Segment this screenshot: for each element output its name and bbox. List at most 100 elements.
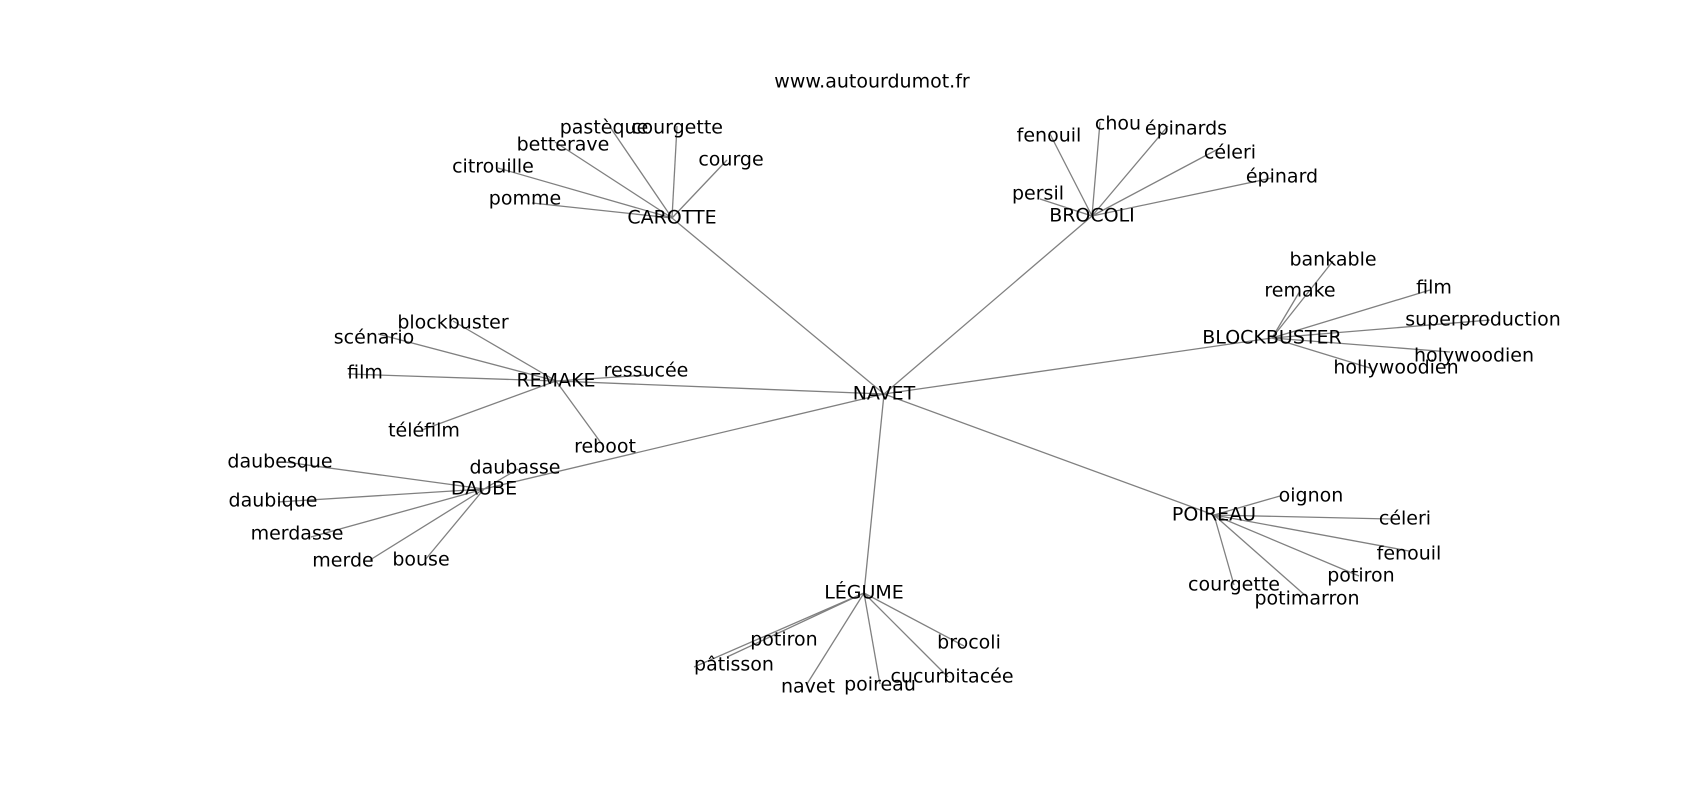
node-word-blockbuster-bankable: bankable <box>1289 249 1376 271</box>
node-word-carotte-betterave: betterave <box>517 134 610 156</box>
edge-center-carotte <box>671 217 885 395</box>
node-word-daube-daubesque: daubesque <box>227 451 332 473</box>
edge-legume-patisson <box>693 592 865 668</box>
node-word-legume-navet: navet <box>781 676 835 698</box>
node-hub-carotte: CAROTTE <box>627 207 716 229</box>
edge-poireau-oignon <box>1213 495 1281 516</box>
edge-daube-merde <box>369 488 485 561</box>
edge-daube-daubasse <box>483 468 519 490</box>
edge-blockbuster-film <box>1271 289 1431 339</box>
node-word-poireau-celeri: céleri <box>1379 508 1431 530</box>
labels-layer: NAVET CAROTTE pomme citrouillebetteravepast… <box>227 113 1560 698</box>
edge-remake-reboot <box>555 380 605 448</box>
edge-brocoli-fenouil <box>1049 133 1093 217</box>
edge-center-blockbuster <box>883 337 1273 395</box>
edge-daube-daubesque <box>284 461 485 490</box>
edge-carotte-pasteque <box>609 126 673 219</box>
edge-remake-blockbuster <box>452 320 557 382</box>
edge-center-remake <box>555 380 885 395</box>
edge-center-brocoli <box>883 215 1093 395</box>
node-word-blockbuster-hollywoodien: hollywoodien <box>1333 357 1458 379</box>
node-word-legume-potiron: potiron <box>750 629 817 651</box>
node-word-remake-scenario: scénario <box>334 327 414 349</box>
node-word-daube-merdasse: merdasse <box>251 523 344 545</box>
node-word-blockbuster-holywoodien: holywoodien <box>1414 345 1534 367</box>
edge-blockbuster-holywoodien <box>1271 337 1451 353</box>
node-word-blockbuster-superproduction: superproduction <box>1405 309 1561 331</box>
node-word-carotte-courge: courge <box>698 149 763 171</box>
node-word-remake-telefilm: téléfilm <box>388 420 460 442</box>
node-word-brocoli-fenouil: fenouil <box>1017 125 1082 147</box>
node-word-poireau-courgette: courgette <box>1188 574 1280 596</box>
node-word-carotte-citrouille: citrouille <box>452 156 534 178</box>
edge-legume-navet <box>806 592 865 685</box>
node-word-legume-patisson: pâtisson <box>694 654 774 676</box>
edge-poireau-courgette <box>1213 514 1235 586</box>
edge-legume-poireau <box>863 592 881 685</box>
node-center-navet: NAVET <box>853 383 916 405</box>
edge-carotte-courgette <box>671 125 678 219</box>
edge-carotte-citrouille <box>497 167 673 219</box>
node-word-brocoli-epinards: épinards <box>1145 118 1227 140</box>
node-word-brocoli-epinard: épinard <box>1246 166 1318 188</box>
edge-remake-telefilm <box>421 380 557 431</box>
edge-daube-daubique <box>277 488 485 503</box>
edge-legume-potiron <box>726 592 865 658</box>
node-word-remake-ressucee: ressucée <box>604 360 689 382</box>
edge-carotte-betterave <box>554 141 673 219</box>
edge-center-poireau <box>883 393 1215 516</box>
node-word-legume-poireau: poireau <box>844 674 916 696</box>
edge-remake-film <box>347 373 557 382</box>
edge-brocoli-epinards <box>1091 125 1169 217</box>
source-label: www.autourdumot.fr <box>774 71 970 93</box>
node-word-blockbuster-film: film <box>1416 277 1452 299</box>
node-word-daube-merde: merde <box>312 550 373 572</box>
node-hub-legume: LÉGUME <box>824 581 904 604</box>
edge-carotte-courge <box>671 159 728 219</box>
edge-brocoli-chou <box>1091 121 1101 217</box>
node-word-remake-film: film <box>347 362 383 384</box>
edge-remake-scenario <box>377 333 557 382</box>
edge-poireau-potiron <box>1213 514 1360 577</box>
edge-center-daube <box>483 393 885 490</box>
edge-poireau-potimarron <box>1213 514 1308 598</box>
edge-daube-merdasse <box>310 488 485 538</box>
node-hub-poireau: POIREAU <box>1172 504 1256 526</box>
node-word-brocoli-persil: persil <box>1012 183 1064 205</box>
edges-layer <box>277 121 1491 685</box>
node-hub-daube: DAUBE <box>451 478 517 500</box>
node-word-poireau-potimarron: potimarron <box>1254 588 1359 610</box>
edge-daube-bouse <box>424 488 485 561</box>
node-word-carotte-pasteque: pastèque <box>560 117 649 139</box>
node-word-brocoli-celeri: céleri <box>1204 142 1256 164</box>
node-word-carotte-courgette: courgette <box>631 117 723 139</box>
edge-blockbuster-remake <box>1271 290 1301 339</box>
node-word-poireau-fenouil: fenouil <box>1377 543 1442 565</box>
edge-legume-brocoli <box>863 592 965 647</box>
edge-brocoli-persil <box>1039 198 1093 217</box>
node-word-poireau-oignon: oignon <box>1279 485 1344 507</box>
edge-remake-ressucee <box>555 374 648 382</box>
node-word-brocoli-chou: chou <box>1095 113 1141 135</box>
edge-brocoli-epinard <box>1091 177 1273 217</box>
edge-legume-cucurbitacee <box>863 592 949 678</box>
edge-blockbuster-superproduction <box>1271 319 1491 339</box>
node-hub-brocoli: BROCOLI <box>1049 205 1135 227</box>
edge-brocoli-celeri <box>1091 147 1221 217</box>
node-word-daube-daubasse: daubasse <box>470 457 561 479</box>
edge-blockbuster-bankable <box>1271 260 1334 339</box>
edge-carotte-pomme <box>531 202 673 219</box>
node-word-poireau-potiron: potiron <box>1327 565 1394 587</box>
node-word-carotte-pomme: pomme <box>489 188 561 210</box>
edge-poireau-fenouil <box>1213 514 1410 552</box>
node-word-legume-brocoli: brocoli <box>937 632 1001 654</box>
node-hub-remake: REMAKE <box>516 370 595 392</box>
node-word-remake-blockbuster: blockbuster <box>397 312 509 334</box>
node-word-daube-daubique: daubique <box>229 490 318 512</box>
edge-blockbuster-hollywoodien <box>1271 337 1371 369</box>
edge-poireau-celeri <box>1213 514 1391 520</box>
node-word-blockbuster-remake: remake <box>1264 280 1335 302</box>
node-hub-blockbuster: BLOCKBUSTER <box>1202 327 1341 349</box>
node-word-remake-reboot: reboot <box>574 436 636 458</box>
